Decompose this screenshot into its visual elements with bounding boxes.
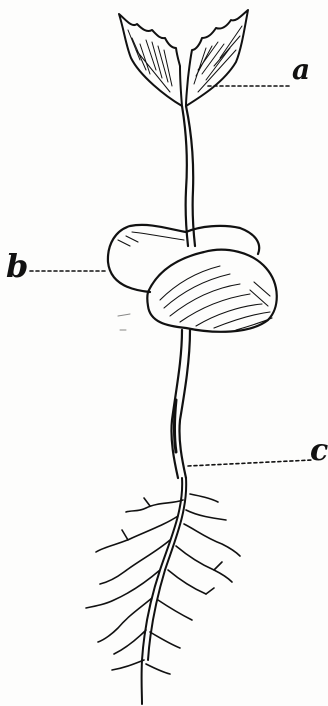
root-system — [86, 478, 240, 704]
hypocotyl — [171, 330, 190, 478]
paper-specks — [118, 314, 130, 330]
hypocotyl-shading — [175, 400, 177, 452]
main-root — [142, 478, 183, 704]
left-leaf — [119, 14, 182, 106]
label-a: a — [292, 56, 310, 84]
right-leaf — [186, 10, 248, 106]
young-leaves — [119, 10, 248, 106]
label-b: b — [6, 250, 28, 282]
leader-lines — [30, 86, 312, 466]
cotyledons — [108, 225, 277, 332]
lateral-roots — [86, 494, 240, 674]
leader-line-c — [188, 460, 312, 466]
label-c: c — [310, 436, 328, 466]
upper-stem — [182, 106, 195, 246]
front-cotyledon — [147, 250, 277, 332]
